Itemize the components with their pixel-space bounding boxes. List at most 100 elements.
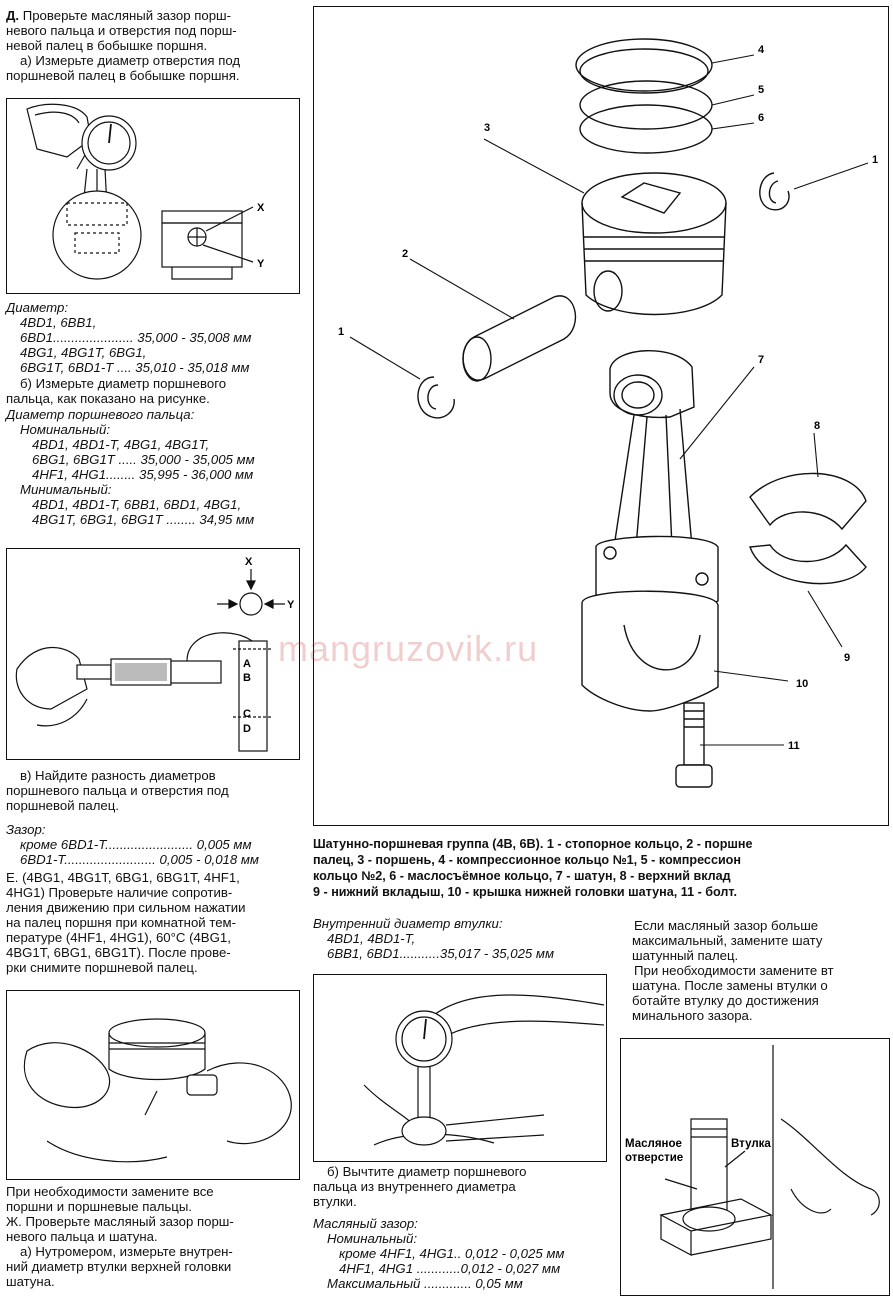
figure-bush-gauge <box>313 974 607 1162</box>
spec-row: 4BD1, 4BD1-T, <box>327 931 416 946</box>
spec-row: 4BG1T, 6BG1, 6BG1T ........ 34,95 мм <box>32 512 255 527</box>
section-bush-diameter: Внутренний диаметр втулки: 4BD1, 4BD1-T,… <box>313 916 613 961</box>
section-gap: Зазор: кроме 6BD1-T.....................… <box>6 822 301 867</box>
section-diameter: Диаметр: 4BD1, 6BB1, 6BD1...............… <box>6 300 301 375</box>
callout-1-right: 1 <box>872 154 878 166</box>
callout-1-left: 1 <box>338 326 344 338</box>
zh-text: невого пальца и шатуна. <box>6 1229 158 1244</box>
spec-row: Максимальный ............. 0,05 мм <box>327 1276 523 1291</box>
section-right-text: Если масляный зазор больше максимальный,… <box>632 918 890 1023</box>
spec-row: 6BG1, 6BG1T ..... 35,000 - 35,005 мм <box>32 452 255 467</box>
spec-row: 4HF1, 4HG1........ 35,995 - 36,000 мм <box>32 467 254 482</box>
label-oil-hole-2: отверстие <box>625 1152 683 1164</box>
label-d: D <box>243 723 251 735</box>
bush-title: Внутренний диаметр втулки: <box>313 916 503 931</box>
e-text: 4BG1T, 6BG1, 6BG1T). После прове- <box>6 945 231 960</box>
right-text: шатунный палец. <box>632 948 739 963</box>
b2-step: б) Вычтите диаметр поршневого <box>327 1164 527 1179</box>
d-heading: Д. <box>6 8 20 23</box>
v-step: поршневой палец. <box>6 798 119 813</box>
d-step-a: а) Измерьте диаметр отверстия под <box>20 53 241 68</box>
d-text: невой палец в бобышке поршня. <box>6 38 208 53</box>
spec-row: 6BD1...................... 35,000 - 35,0… <box>20 330 252 345</box>
e-text: на палец поршня при комнатной тем- <box>6 915 237 930</box>
zh-step-a: ний диаметр втулки верхней головки <box>6 1259 232 1274</box>
zh-step-a: а) Нутромером, измерьте внутрен- <box>20 1244 233 1259</box>
label-y: Y <box>257 258 265 270</box>
label-a: A <box>243 658 251 670</box>
spec-row: 6BB1, 6BD1...........35,017 - 35,025 мм <box>327 946 555 961</box>
right-text: Если масляный зазор больше <box>634 918 819 933</box>
section-oil-gap: Масляный зазор: Номинальный: кроме 4HF1,… <box>313 1216 613 1291</box>
callout-6: 6 <box>758 112 764 124</box>
label-c: C <box>243 708 251 720</box>
callout-2: 2 <box>402 248 408 260</box>
spec-row: 4BD1, 4BD1-T, 6BB1, 6BD1, 4BG1, <box>32 497 242 512</box>
zh-step-a: шатуна. <box>6 1274 55 1289</box>
section-e: Е. (4BG1, 4BG1T, 6BG1, 6BG1T, 4HF1, 4HG1… <box>6 870 301 975</box>
b-step: б) Измерьте диаметр поршневого <box>20 376 227 391</box>
e-text: пературе (4HF1, 4HG1), 60°С (4BG1, <box>6 930 231 945</box>
figure-connecting-rod-piston-group: 3 2 4 5 6 1 1 7 8 9 10 11 <box>313 6 889 826</box>
callout-7: 7 <box>758 354 764 366</box>
callout-9: 9 <box>844 652 850 664</box>
d-text: невого пальца и отверстия под порш- <box>6 23 237 38</box>
micrometer-illustration: X Y A B C D <box>15 556 295 752</box>
callout-10: 10 <box>796 678 808 690</box>
right-text: максимальный, замените шату <box>632 933 823 948</box>
bush-gauge-illustration <box>363 994 605 1146</box>
section-v: в) Найдите разность диаметров поршневого… <box>6 768 301 813</box>
section-replace: При необходимости замените все поршни и … <box>6 1184 301 1289</box>
caption-line: Шатунно-поршневая группа (4В, 6В). 1 - с… <box>313 837 753 851</box>
d-step-a: поршневой палец в бобышке поршня. <box>6 68 240 83</box>
section-b2: б) Вычтите диаметр поршневого пальца из … <box>313 1164 613 1209</box>
exploded-view-illustration: 3 2 4 5 6 1 1 7 8 9 10 11 <box>338 38 878 788</box>
oil-title: Масляный зазор: <box>313 1216 418 1231</box>
right-text: При необходимости замените вт <box>634 963 834 978</box>
spec-row: 4BG1, 4BG1T, 6BG1, <box>20 345 147 360</box>
figure-piston-pin-press <box>6 990 300 1180</box>
zh-text: Ж. Проверьте масляный зазор порш- <box>6 1214 234 1229</box>
e-text: рки снимите поршневой палец. <box>6 960 198 975</box>
figure-bore-gauge: X Y <box>6 98 300 294</box>
gap-title: Зазор: <box>6 822 46 837</box>
right-text: минального зазора. <box>632 1008 753 1023</box>
spec-row: 4HF1, 4HG1 ............0,012 - 0,027 мм <box>339 1261 561 1276</box>
label-oil-hole-1: Масляное <box>625 1138 682 1150</box>
v-step: в) Найдите разность диаметров <box>20 768 216 783</box>
callout-8: 8 <box>814 420 820 432</box>
nominal-title: Номинальный: <box>20 422 111 437</box>
pin-diameter-title: Диаметр поршневого пальца: <box>6 407 195 422</box>
piston-press-illustration <box>23 1018 292 1163</box>
figure-caption: Шатунно-поршневая группа (4В, 6В). 1 - с… <box>313 836 889 900</box>
diameter-title: Диаметр: <box>6 300 69 315</box>
label-b: B <box>243 672 251 684</box>
label-x: X <box>245 556 253 568</box>
figure-micrometer: X Y A B C D <box>6 548 300 760</box>
spec-row: 4BD1, 4BD1-T, 4BG1, 4BG1T, <box>32 437 210 452</box>
callout-3: 3 <box>484 122 490 134</box>
section-pin-diameter: Диаметр поршневого пальца: Номинальный: … <box>6 407 301 527</box>
callout-5: 5 <box>758 84 764 96</box>
right-text: шатуна. После замены втулки о <box>632 978 828 993</box>
oil-nominal: Номинальный: <box>327 1231 418 1246</box>
watermark: mangruzovik.ru <box>278 628 539 669</box>
spec-row: 6BG1T, 6BD1-T .... 35,010 - 35,018 мм <box>20 360 250 375</box>
v-step: поршневого пальца и отверстия под <box>6 783 229 798</box>
e-text: 4HG1) Проверьте наличие сопротив- <box>6 885 233 900</box>
b2-step: втулки. <box>313 1194 357 1209</box>
callout-4: 4 <box>758 44 765 56</box>
b2-step: пальца из внутреннего диаметра <box>313 1179 516 1194</box>
b-step: пальца, как показано на рисунке. <box>6 391 210 406</box>
e-text: Е. (4BG1, 4BG1T, 6BG1, 6BG1T, 4HF1, <box>6 870 240 885</box>
label-bush: Втулка <box>731 1138 771 1150</box>
min-title: Минимальный: <box>20 482 112 497</box>
e-text: ления движению при сильном нажатии <box>6 900 246 915</box>
label-y: Y <box>287 599 295 611</box>
spec-row: 4BD1, 6BB1, <box>20 315 97 330</box>
spec-row: кроме 4HF1, 4HG1.. 0,012 - 0,025 мм <box>339 1246 565 1261</box>
bush-oil-hole-illustration: Масляное отверстие Втулка <box>625 1045 880 1289</box>
callout-11: 11 <box>788 740 800 752</box>
section-d: Д. Проверьте масляный зазор порш- невого… <box>6 8 301 83</box>
section-b: б) Измерьте диаметр поршневого пальца, к… <box>6 376 301 406</box>
